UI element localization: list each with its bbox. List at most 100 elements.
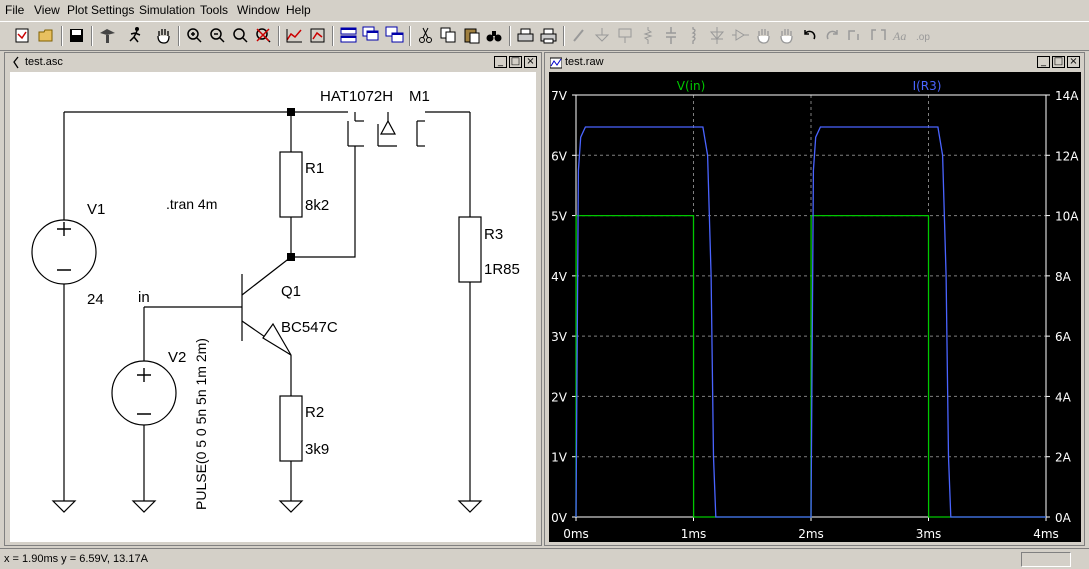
label-net-icon[interactable] [615,25,636,46]
y-left-tick-label: 5V [551,210,568,224]
find-icon[interactable] [484,25,505,46]
x-tick-label: 3ms [916,527,942,541]
print-icon[interactable] [538,25,559,46]
x-tick-label: 2ms [798,527,824,541]
save-icon[interactable] [66,25,87,46]
y-left-tick-label: 6V [551,149,568,163]
schematic-doc-icon [13,56,19,69]
ground-icon[interactable] [592,25,613,46]
autorange-icon[interactable] [284,25,305,46]
v2-value-label: PULSE(0 5 0 5n 5n 1m 2m) [193,338,209,510]
draw-wire-icon[interactable] [569,25,590,46]
diode-icon[interactable] [707,25,728,46]
series-line-i-r3[interactable] [575,126,1046,518]
tile-vertical-icon[interactable] [384,25,405,46]
menu-simulation[interactable]: Simulation [139,3,196,17]
x-tick-label: 0ms [563,527,589,541]
control-panel-icon[interactable] [97,25,118,46]
close-button[interactable]: × [524,56,537,68]
r1-name-label: R1 [305,160,324,177]
y-right-tick-label: 10A [1055,210,1079,224]
menu-help[interactable]: Help [286,3,311,17]
m1-part-label: HAT1072H [320,88,393,105]
mirror-icon[interactable] [868,25,889,46]
zoom-in-icon[interactable] [184,25,205,46]
cascade-icon[interactable] [361,25,382,46]
menu-view[interactable]: View [34,3,60,17]
m1-name-label: M1 [409,88,430,105]
menu-file[interactable]: File [5,3,25,17]
y-left-tick-label: 0V [551,511,568,525]
svg-text:Aa: Aa [892,29,906,43]
menu-tools[interactable]: Tools [200,3,229,17]
rotate-icon[interactable] [845,25,866,46]
v1-value-label: 24 [87,291,104,308]
status-panel [1021,552,1071,567]
waveform-titlebar[interactable]: test.raw _ □ × [547,55,1082,70]
v2-name-label: V2 [168,349,186,366]
r2-value-label: 3k9 [305,441,329,458]
spice-directive-icon[interactable]: .op [914,25,935,46]
y-right-tick-label: 0A [1055,511,1072,525]
r2-name-label: R2 [305,404,324,421]
schematic-titlebar[interactable]: test.asc _ □ × [7,55,539,70]
legend-label[interactable]: V(in) [677,79,706,93]
drag-hand-icon[interactable] [776,25,797,46]
plot-settings-icon[interactable] [307,25,328,46]
y-right-tick-label: 2A [1055,451,1072,465]
y-left-tick-label: 7V [551,89,568,103]
tile-horizontal-icon[interactable] [338,25,359,46]
y-left-tick-label: 3V [551,330,568,344]
x-tick-label: 1ms [681,527,707,541]
menu-window[interactable]: Window [237,3,280,17]
x-tick-label: 4ms [1033,527,1059,541]
zoom-cancel-icon[interactable] [253,25,274,46]
run-icon[interactable] [125,25,146,46]
zoom-out-icon[interactable] [207,25,228,46]
copy-icon[interactable] [438,25,459,46]
schematic-canvas[interactable]: HAT1072H M1 R1 8k2 .tran 4m V1 24 R3 1R8… [10,72,536,542]
tran-directive[interactable]: .tran 4m [166,196,217,212]
inductor-icon[interactable] [684,25,705,46]
pan-hand-icon[interactable] [153,25,174,46]
maximize-button[interactable]: □ [509,56,522,68]
schematic-window: test.asc _ □ × [4,52,542,546]
move-hand-icon[interactable] [753,25,774,46]
y-right-tick-label: 8A [1055,270,1072,284]
paste-icon[interactable] [461,25,482,46]
resistor-icon[interactable] [638,25,659,46]
y-right-tick-label: 14A [1055,89,1079,103]
print-preview-icon[interactable] [515,25,536,46]
y-right-tick-label: 12A [1055,149,1079,163]
schematic-drawing: HAT1072H M1 R1 8k2 .tran 4m V1 24 R3 1R8… [31,88,520,513]
y-right-tick-label: 6A [1055,330,1072,344]
capacitor-icon[interactable] [661,25,682,46]
y-left-tick-label: 4V [551,270,568,284]
close-button[interactable]: × [1067,56,1080,68]
menu-plot-settings[interactable]: Plot Settings [67,3,135,17]
r1-value-label: 8k2 [305,197,329,214]
zoom-fit-icon[interactable] [230,25,251,46]
undo-icon[interactable] [799,25,820,46]
redo-icon[interactable] [822,25,843,46]
component-icon[interactable] [730,25,751,46]
text-icon[interactable]: Aa [891,25,912,46]
net-label-in: in [138,289,150,306]
v1-name-label: V1 [87,201,105,218]
waveform-doc-icon [550,57,562,69]
menu-bar: File View Plot Settings Simulation Tools… [0,0,1089,20]
minimize-button[interactable]: _ [494,56,507,68]
cut-icon[interactable] [415,25,436,46]
minimize-button[interactable]: _ [1037,56,1050,68]
r3-value-label: 1R85 [484,261,520,278]
svg-text:.op: .op [916,32,930,43]
q1-name-label: Q1 [281,283,301,300]
status-bar: x = 1.90ms y = 6.59V, 13.17A [0,548,1089,569]
open-schematic-icon[interactable] [12,25,33,46]
maximize-button[interactable]: □ [1052,56,1065,68]
open-folder-icon[interactable] [36,25,57,46]
legend-label[interactable]: I(R3) [913,79,942,93]
